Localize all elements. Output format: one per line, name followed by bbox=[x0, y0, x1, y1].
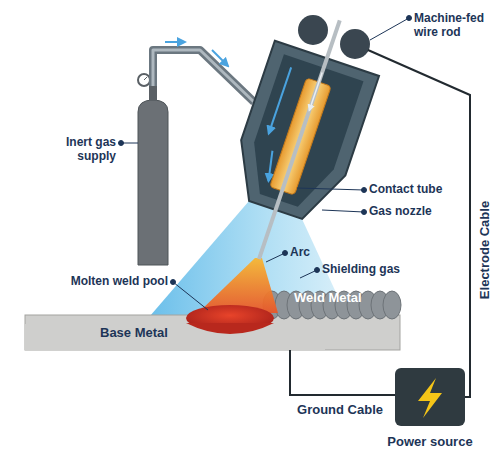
gas-flow-arrow bbox=[269, 67, 291, 133]
part-label: Molten weld pool bbox=[71, 275, 168, 289]
leader-line bbox=[322, 210, 364, 212]
feed-roller bbox=[298, 15, 328, 45]
part-label: Arc bbox=[290, 246, 310, 260]
leader-dot bbox=[407, 16, 412, 21]
region-label: Weld Metal bbox=[294, 291, 362, 306]
leader-dot bbox=[171, 280, 176, 285]
leader-line bbox=[297, 188, 364, 190]
part-label: Gas nozzle bbox=[369, 205, 432, 219]
wire-feed-arrow bbox=[309, 73, 322, 111]
electrode-cable bbox=[368, 50, 470, 397]
leader-dot bbox=[362, 188, 367, 193]
gas-flow-arrow bbox=[212, 50, 228, 66]
leader-lines bbox=[119, 16, 412, 311]
part-label: Shielding gas bbox=[322, 263, 400, 277]
device-label: Power source bbox=[387, 435, 472, 450]
part-label: Inert gas supply bbox=[50, 136, 116, 164]
gas-cylinder bbox=[138, 100, 168, 265]
weld-bead bbox=[263, 291, 401, 319]
weld-ripple bbox=[383, 291, 401, 319]
cylinder-valve bbox=[149, 84, 157, 101]
gas-hose bbox=[153, 50, 254, 102]
part-label: Machine-fed wire rod bbox=[414, 12, 494, 40]
base-metal-front bbox=[25, 324, 325, 350]
region-label: Base Metal bbox=[100, 326, 168, 341]
leader-dot bbox=[283, 251, 288, 256]
gas-flow-arrow bbox=[165, 41, 185, 43]
leader-dot bbox=[315, 268, 320, 273]
leader-line bbox=[266, 253, 285, 262]
leader-line bbox=[173, 282, 208, 310]
ground-cable bbox=[290, 350, 395, 395]
leader-dot bbox=[362, 210, 367, 215]
pool-penetration bbox=[186, 323, 274, 334]
part-label: Contact tube bbox=[369, 183, 442, 197]
power-source-box bbox=[395, 368, 465, 426]
leader-line bbox=[370, 18, 409, 40]
pressure-gauge bbox=[138, 74, 150, 86]
welding-arc bbox=[198, 258, 278, 313]
cable-label: Ground Cable bbox=[297, 403, 383, 418]
leader-dot bbox=[119, 141, 124, 146]
lightning-symbol bbox=[418, 378, 442, 418]
electrode-wire bbox=[259, 20, 340, 259]
cable-label: Electrode Cable bbox=[478, 201, 493, 299]
feed-roller bbox=[340, 29, 370, 59]
welding-gun bbox=[207, 3, 392, 277]
